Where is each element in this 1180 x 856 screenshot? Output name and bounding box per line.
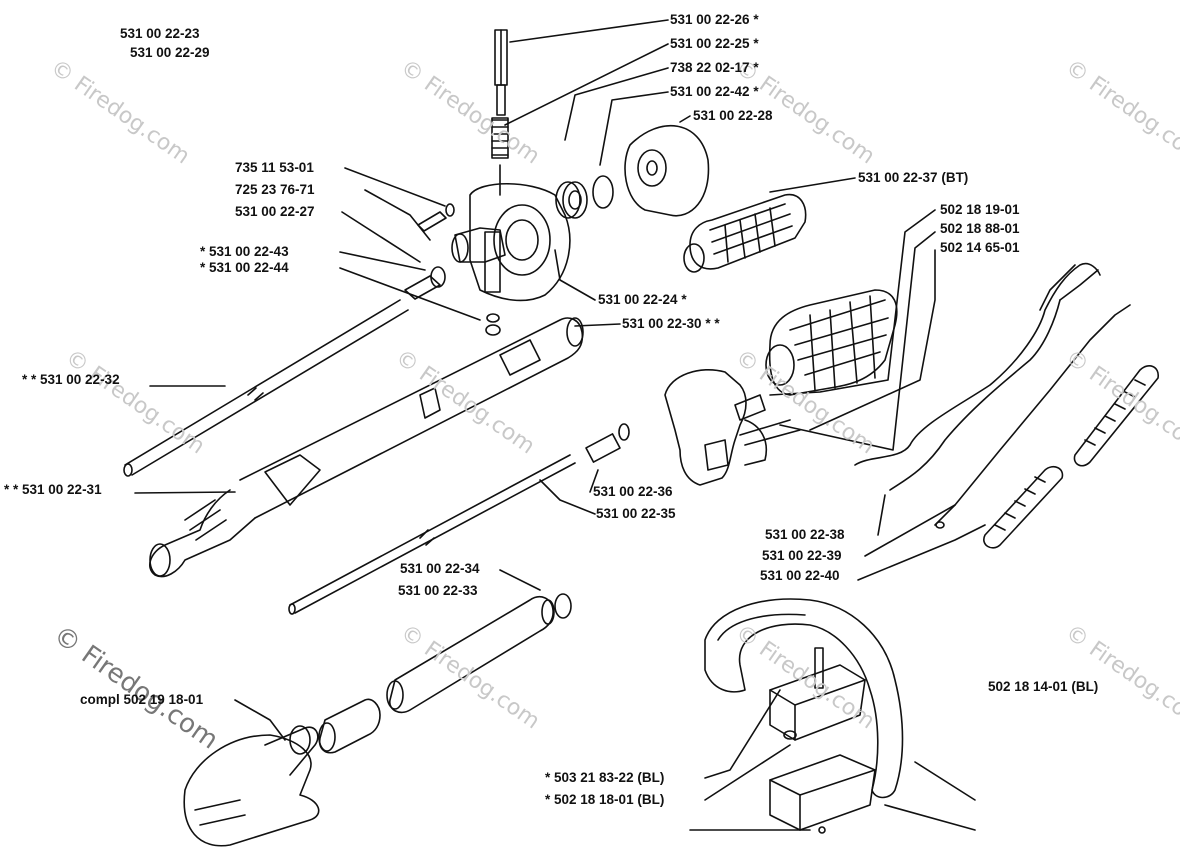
cover-part: [624, 124, 710, 217]
part-label: compl 502 19 18-01: [80, 692, 204, 707]
leader-lines: [134, 19, 986, 831]
part-label: 531 00 22-36: [593, 484, 673, 499]
part-label: 502 18 88-01: [940, 221, 1020, 236]
part-label: 531 00 22-25 *: [670, 36, 759, 51]
part-label: * * 531 00 22-32: [22, 372, 120, 387]
bearing-part: [555, 181, 588, 219]
coupling-part: [585, 423, 630, 463]
part-label: 531 00 22-26 *: [670, 12, 759, 27]
part-label: 531 00 22-30 * *: [622, 316, 720, 331]
sleeve-part: [318, 698, 381, 754]
spring-part: [491, 117, 509, 159]
guard-assembly-part: [183, 725, 320, 847]
handle-grip-part: [683, 193, 807, 273]
handle-clamp-part: [769, 647, 876, 834]
part-label: 531 00 22-34: [400, 561, 480, 576]
circlip-part-2: [554, 593, 572, 619]
part-label: * * 531 00 22-31: [4, 482, 102, 497]
part-label: 502 14 65-01: [940, 240, 1020, 255]
part-label: 531 00 22-38: [765, 527, 845, 542]
throttle-cable-part: [934, 304, 1131, 529]
foam-sleeve-part: [983, 365, 1159, 549]
lower-tube-part: [386, 596, 555, 714]
part-label: 735 11 53-01: [235, 160, 314, 175]
part-label: 531 00 22-37 (BT): [858, 170, 969, 185]
nut-part: [485, 313, 501, 336]
part-label: 531 00 22-42 *: [670, 84, 759, 99]
part-label: * 503 21 83-22 (BL): [545, 770, 665, 785]
circlip-part: [592, 175, 614, 209]
part-label: * 531 00 22-43: [200, 244, 289, 259]
part-label: 531 00 22-28: [693, 108, 773, 123]
part-label: * 531 00 22-44: [200, 260, 289, 275]
main-shaft-tube-part: [149, 317, 584, 578]
part-label: * 502 18 18-01 (BL): [545, 792, 665, 807]
gear-housing-part: [451, 164, 571, 302]
part-label: 531 00 22-29: [130, 45, 210, 60]
bushing-part: [404, 266, 446, 300]
drive-shaft-part: [123, 299, 409, 477]
wire-harness-part: [854, 262, 1101, 491]
part-label: 738 22 02-17 *: [670, 60, 759, 75]
part-label: 531 00 22-27: [235, 204, 315, 219]
handle-grip-part-2: [765, 289, 898, 396]
screw-part: [417, 203, 455, 232]
part-label: 531 00 22-40: [760, 568, 840, 583]
throttle-handle-part: [664, 368, 801, 486]
part-label: 725 23 76-71: [235, 182, 315, 197]
part-label: 531 00 22-35: [596, 506, 676, 521]
part-label: 531 00 22-33: [398, 583, 478, 598]
inner-drive-cable-part: [288, 454, 576, 615]
part-label: 531 00 22-39: [762, 548, 842, 563]
tube-rod-part: [494, 29, 508, 116]
part-label: 502 18 14-01 (BL): [988, 679, 1099, 694]
part-label: 531 00 22-24 *: [598, 292, 687, 307]
part-label: 531 00 22-23: [120, 26, 200, 41]
part-label: 502 18 19-01: [940, 202, 1020, 217]
